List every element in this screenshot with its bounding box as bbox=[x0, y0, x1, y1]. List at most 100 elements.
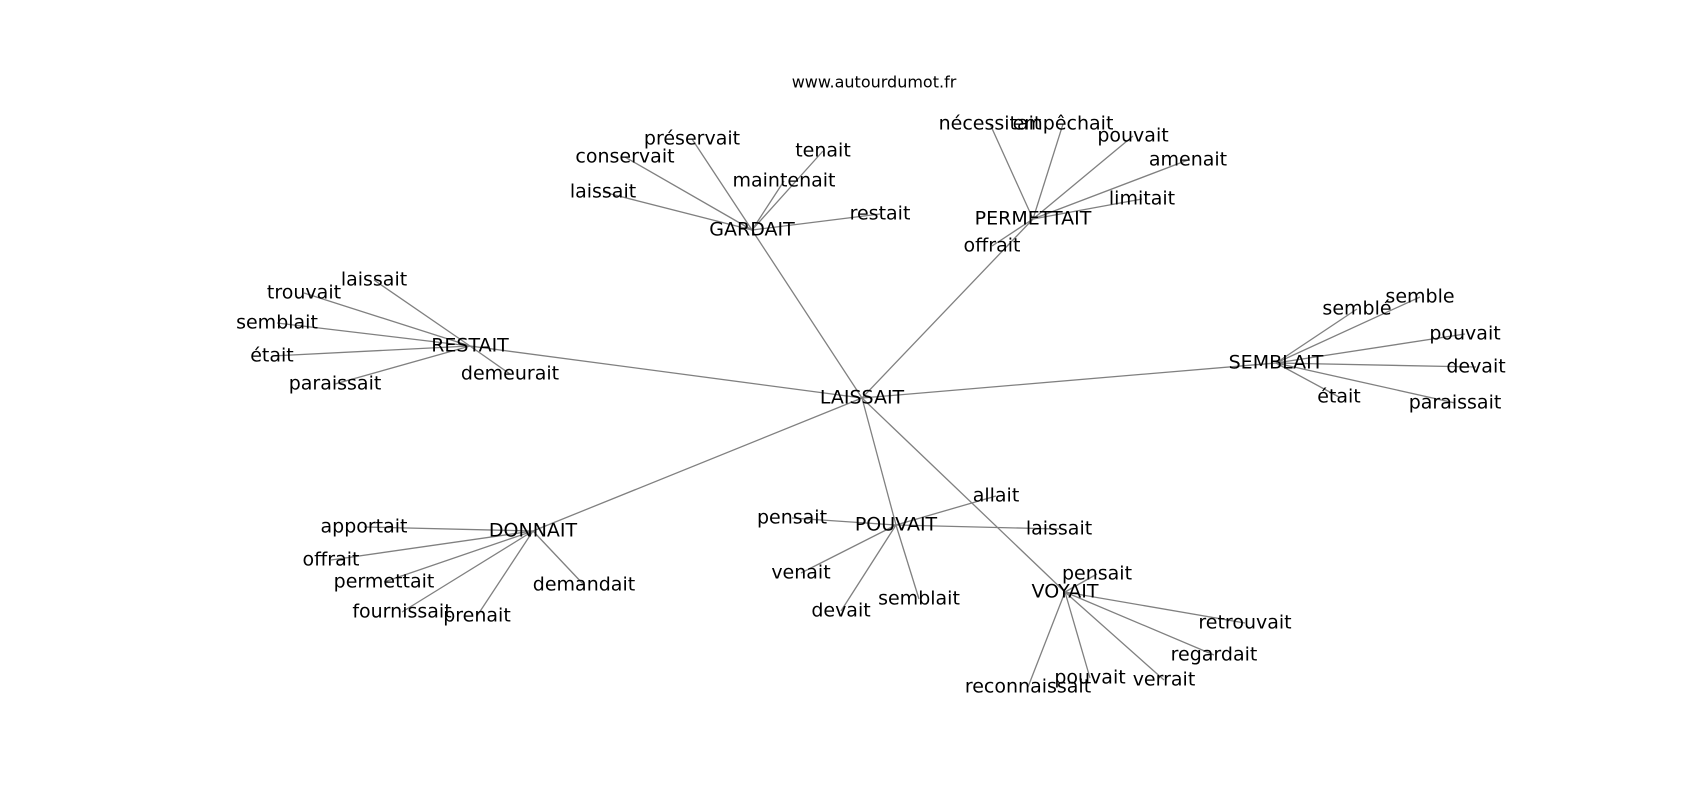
leaf-node-voyait-0: pensait bbox=[1062, 563, 1132, 585]
edge-pouvait-3 bbox=[800, 524, 897, 574]
edge-donnait-1 bbox=[330, 530, 534, 561]
edge-root-donnait bbox=[532, 397, 863, 532]
leaf-node-gardait-5: restait bbox=[850, 203, 911, 225]
leaf-node-voyait-1: retrouvait bbox=[1198, 612, 1291, 634]
edge-root-voyait bbox=[861, 397, 1066, 593]
edge-restait-0 bbox=[373, 279, 471, 347]
leaf-node-restait-2: semblait bbox=[236, 312, 318, 334]
edge-gardait-1 bbox=[624, 156, 753, 231]
edge-permettait-2 bbox=[1032, 135, 1134, 220]
edge-root-gardait bbox=[751, 229, 863, 399]
leaf-node-donnait-1: offrait bbox=[303, 549, 360, 571]
leaf-node-semblait-0: semble bbox=[1385, 286, 1454, 308]
hub-node-gardait: GARDAIT bbox=[709, 219, 795, 241]
edge-voyait-4 bbox=[1064, 591, 1091, 679]
leaf-node-permettait-3: amenait bbox=[1149, 149, 1227, 171]
edge-permettait-4 bbox=[1032, 198, 1143, 220]
leaf-node-pouvait-4: devait bbox=[811, 600, 870, 622]
edge-restait-2 bbox=[276, 322, 471, 347]
leaf-node-donnait-3: fournissait bbox=[352, 601, 451, 623]
leaf-node-permettait-4: limitait bbox=[1109, 188, 1175, 210]
edge-voyait-0 bbox=[1064, 573, 1098, 593]
edge-donnait-3 bbox=[401, 530, 534, 613]
hub-node-donnait: DONNAIT bbox=[489, 520, 578, 542]
leaf-node-gardait-1: conservait bbox=[575, 146, 674, 168]
leaf-node-voyait-3: verrait bbox=[1133, 669, 1196, 691]
leaf-node-semblait-3: devait bbox=[1446, 356, 1505, 378]
edge-gardait-5 bbox=[751, 213, 881, 231]
hub-node-pouvait: POUVAIT bbox=[855, 514, 938, 536]
leaf-node-gardait-0: préservait bbox=[644, 128, 740, 150]
edge-semblait-2 bbox=[1275, 333, 1466, 364]
edge-restait-4 bbox=[334, 345, 471, 385]
edge-root-semblait bbox=[861, 362, 1277, 399]
edge-semblait-4 bbox=[1275, 362, 1340, 398]
edge-pouvait-4 bbox=[840, 524, 897, 612]
edge-gardait-0 bbox=[691, 138, 753, 231]
edge-restait-5 bbox=[469, 345, 511, 375]
edge-root-pouvait bbox=[861, 397, 897, 526]
leaf-node-donnait-5: demandait bbox=[533, 574, 635, 596]
edge-voyait-3 bbox=[1064, 591, 1165, 681]
leaf-node-voyait-5: reconnaissait bbox=[965, 676, 1091, 698]
edge-gardait-3 bbox=[751, 180, 785, 231]
edge-root-restait bbox=[469, 345, 863, 399]
edge-gardait-4 bbox=[602, 191, 753, 231]
leaf-node-semblait-1: semblé bbox=[1322, 298, 1391, 320]
edge-voyait-2 bbox=[1064, 591, 1215, 656]
edge-permettait-5 bbox=[991, 218, 1034, 247]
edge-semblait-0 bbox=[1275, 296, 1421, 364]
leaf-node-donnait-4: prenait bbox=[443, 605, 511, 627]
leaf-node-donnait-2: permettait bbox=[334, 571, 435, 593]
leaf-node-pouvait-2: laissait bbox=[1026, 518, 1092, 540]
leaf-node-restait-1: trouvait bbox=[267, 282, 341, 304]
leaf-node-voyait-2: regardait bbox=[1171, 644, 1258, 666]
hub-node-voyait: VOYAIT bbox=[1032, 581, 1099, 603]
edge-donnait-5 bbox=[532, 530, 585, 586]
edge-pouvait-1 bbox=[791, 517, 897, 526]
leaf-node-pouvait-1: pensait bbox=[757, 507, 827, 529]
leaf-node-semblait-5: paraissait bbox=[1409, 392, 1502, 414]
edge-pouvait-5 bbox=[895, 524, 920, 600]
leaf-node-gardait-4: laissait bbox=[570, 181, 636, 203]
leaf-node-permettait-0: nécessitait bbox=[939, 113, 1042, 135]
leaf-node-voyait-4: pouvait bbox=[1054, 667, 1125, 689]
leaf-node-restait-4: paraissait bbox=[289, 373, 382, 395]
edge-permettait-0 bbox=[989, 123, 1034, 220]
edge-pouvait-0 bbox=[895, 495, 997, 526]
leaf-node-permettait-1: empêchait bbox=[1013, 113, 1114, 135]
leaf-node-pouvait-3: venait bbox=[771, 562, 830, 584]
hub-node-restait: RESTAIT bbox=[431, 335, 509, 357]
leaf-node-donnait-0: apportait bbox=[320, 516, 407, 538]
leaf-node-pouvait-5: semblait bbox=[878, 588, 960, 610]
edge-restait-3 bbox=[271, 345, 471, 357]
leaf-node-gardait-3: maintenait bbox=[732, 170, 835, 192]
edge-semblait-1 bbox=[1275, 308, 1358, 364]
edge-gardait-2 bbox=[751, 150, 824, 231]
leaf-node-gardait-2: tenait bbox=[795, 140, 851, 162]
leaf-node-restait-3: était bbox=[250, 345, 294, 367]
edge-donnait-4 bbox=[476, 530, 534, 617]
leaf-node-restait-0: laissait bbox=[341, 269, 407, 291]
edge-restait-1 bbox=[303, 292, 471, 347]
leaf-node-semblait-2: pouvait bbox=[1429, 323, 1500, 345]
leaf-node-permettait-2: pouvait bbox=[1097, 125, 1168, 147]
edge-donnait-0 bbox=[363, 526, 534, 532]
edge-root-permettait bbox=[861, 218, 1034, 399]
edge-semblait-3 bbox=[1275, 362, 1477, 368]
hub-node-semblait: SEMBLAIT bbox=[1229, 352, 1324, 374]
source-credit: www.autourdumot.fr bbox=[792, 73, 957, 92]
root-node-label: LAISSAIT bbox=[820, 387, 905, 409]
leaf-node-permettait-5: offrait bbox=[964, 235, 1021, 257]
leaf-node-pouvait-0: allait bbox=[973, 485, 1020, 507]
edge-permettait-1 bbox=[1032, 123, 1064, 220]
edge-semblait-5 bbox=[1275, 362, 1456, 404]
edge-donnait-2 bbox=[383, 530, 534, 583]
leaf-node-restait-5: demeurait bbox=[461, 363, 559, 385]
edge-permettait-3 bbox=[1032, 159, 1189, 220]
edge-voyait-1 bbox=[1064, 591, 1246, 624]
graph-edges bbox=[271, 123, 1477, 688]
leaf-node-semblait-4: était bbox=[1317, 386, 1361, 408]
